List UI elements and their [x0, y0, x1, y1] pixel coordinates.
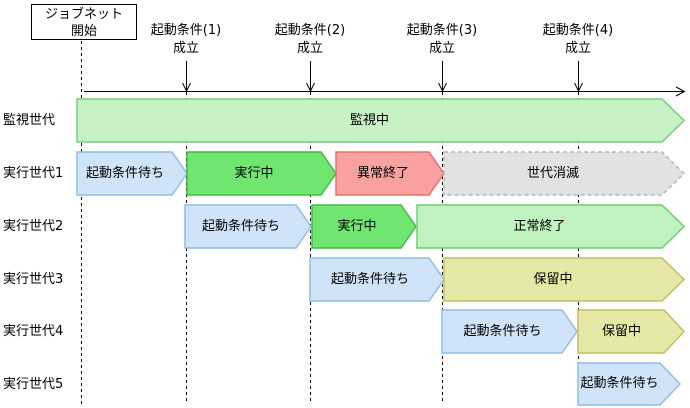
condition2-arrow	[306, 61, 315, 93]
row-label-exec-generation-3: 実行世代3	[3, 272, 64, 287]
bar-shape-monitoring	[76, 98, 686, 143]
condition2-label: 起動条件(2) 成立	[255, 22, 365, 58]
condition4-title: 起動条件(4)	[542, 23, 614, 38]
condition2-status: 成立	[296, 41, 323, 56]
bar-label-gen5-waiting: 起動条件待ち	[580, 376, 659, 391]
condition4-status: 成立	[564, 41, 591, 56]
bar-shape-gen3-waiting	[309, 257, 445, 302]
row-label-exec-generation-2: 実行世代2	[3, 219, 64, 234]
row-label-monitoring-generation: 監視世代	[3, 113, 56, 128]
condition3-label: 起動条件(3) 成立	[387, 22, 497, 58]
condition1-title: 起動条件(1)	[150, 23, 222, 38]
condition3-status: 成立	[428, 41, 455, 56]
bar-shape-gen1-generation-vanished	[443, 151, 686, 196]
bar-shape-gen1-running	[186, 151, 337, 196]
condition3-arrow	[438, 61, 447, 93]
row-label-exec-generation-5: 実行世代5	[3, 377, 64, 392]
condition1-status: 成立	[172, 41, 199, 56]
bar-shape-gen2-running	[311, 204, 417, 249]
bar-shape-gen4-on-hold	[577, 309, 686, 354]
condition3-title: 起動条件(3)	[406, 23, 478, 38]
row-label-exec-generation-4: 実行世代4	[3, 324, 64, 339]
bar-label-gen2-normal: 正常終了	[513, 219, 566, 234]
bar-shape-gen1-abnormal-end	[335, 151, 445, 196]
jobnet-start-box: ジョブネット 開始	[31, 4, 137, 40]
jobnet-start-line1: ジョブネット	[44, 7, 123, 22]
bar-label-gen4-hold: 保留中	[601, 324, 641, 339]
bar-shape-gen1-waiting	[76, 151, 188, 196]
bar-label-gen3-waiting: 起動条件待ち	[330, 272, 409, 287]
condition1-arrow	[182, 61, 191, 93]
bar-label-gen3-hold: 保留中	[533, 272, 573, 287]
jobnet-start-line2: 開始	[70, 24, 97, 39]
time-axis-arrowhead	[675, 86, 686, 97]
condition4-arrow	[574, 61, 583, 93]
bar-shape-gen4-waiting	[441, 309, 578, 354]
bar-label-gen1-waiting: 起動条件待ち	[85, 166, 164, 181]
bar-shape-gen3-on-hold	[443, 257, 686, 302]
condition4-label: 起動条件(4) 成立	[523, 22, 633, 58]
bar-label-gen4-waiting: 起動条件待ち	[463, 324, 542, 339]
condition1-label: 起動条件(1) 成立	[131, 22, 241, 58]
bar-label-gen1-running: 実行中	[234, 166, 274, 181]
bar-shape-gen5-waiting	[577, 362, 682, 406]
row-label-exec-generation-1: 実行世代1	[3, 166, 64, 181]
bar-shape-gen2-waiting	[184, 204, 312, 249]
bar-label-monitoring: 監視中	[349, 113, 389, 128]
condition2-title: 起動条件(2)	[274, 23, 346, 38]
bar-label-gen2-waiting: 起動条件待ち	[201, 219, 280, 234]
bar-label-gen1-vanished: 世代消滅	[526, 166, 579, 181]
bar-shape-gen2-normal-end	[416, 204, 686, 249]
bar-label-gen2-running: 実行中	[337, 219, 377, 234]
time-axis	[84, 86, 686, 97]
bar-label-gen1-abnormal: 異常終了	[356, 166, 409, 181]
